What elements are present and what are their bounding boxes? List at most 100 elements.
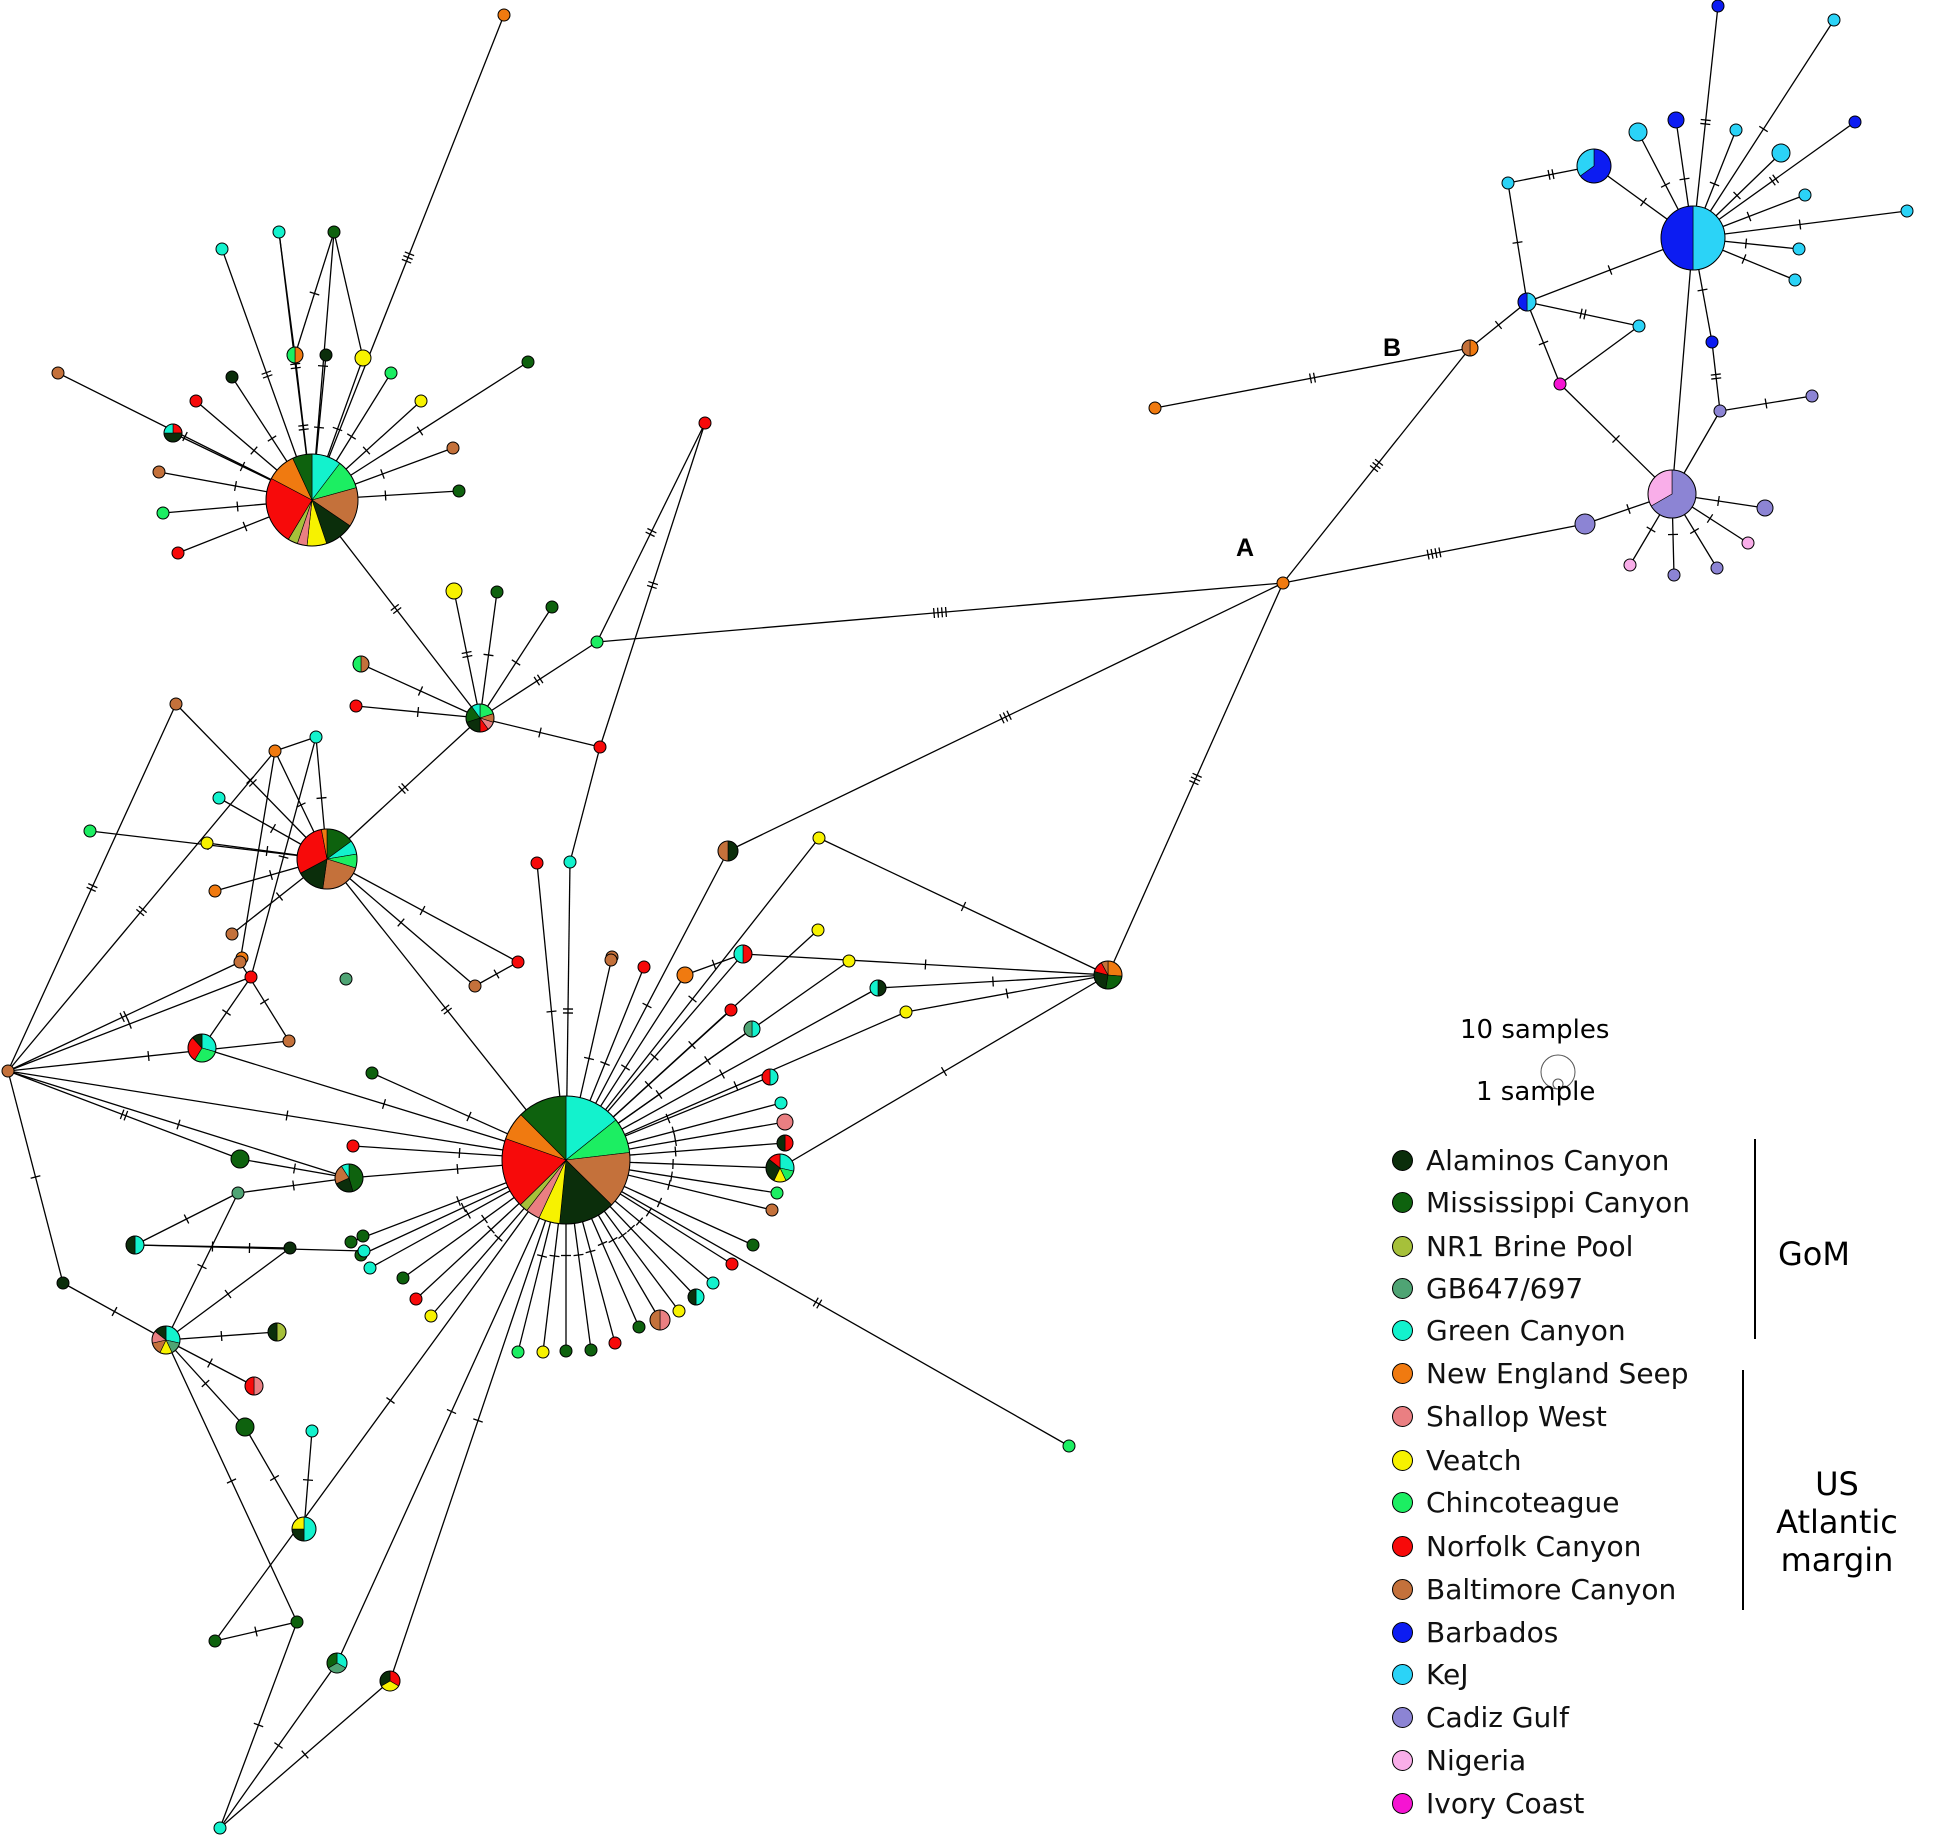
node-slice xyxy=(469,980,481,992)
legend-item-nigeria: Nigeria xyxy=(1392,1743,1527,1777)
mutation-tick xyxy=(936,607,940,618)
mutation-tick xyxy=(1706,513,1714,524)
haplotype-node xyxy=(267,1322,287,1342)
node-outline xyxy=(339,972,353,986)
mutation-tick xyxy=(647,527,657,534)
legend-swatch xyxy=(1392,1706,1413,1728)
node-outline xyxy=(409,1292,423,1306)
mutation-tick xyxy=(812,1297,819,1307)
node-slice xyxy=(320,349,332,361)
haplotype-node xyxy=(1576,148,1612,184)
haplotype-node xyxy=(1756,499,1774,517)
haplotype-node xyxy=(490,585,504,599)
node-slice xyxy=(345,1236,357,1248)
node-outline xyxy=(706,1276,720,1290)
node-slice xyxy=(727,840,739,862)
legend-label: Barbados xyxy=(1426,1615,1559,1649)
node-outline xyxy=(776,1113,794,1131)
node-slice xyxy=(291,1616,303,1628)
node-slice xyxy=(1772,144,1790,162)
node-outline xyxy=(267,1322,287,1342)
node-slice xyxy=(609,1337,621,1349)
network-edge xyxy=(1692,121,1856,239)
mutation-tick xyxy=(285,1110,289,1121)
node-outline xyxy=(305,1424,319,1438)
haplotype-node xyxy=(521,355,535,369)
mutation-tick xyxy=(1430,548,1434,559)
mutation-tick xyxy=(645,531,655,538)
mutation-tick xyxy=(302,1478,314,1482)
mutation-tick xyxy=(262,374,273,379)
scale-large-label: 10 samples xyxy=(1460,1015,1610,1045)
haplotype-node xyxy=(637,960,651,974)
mutation-tick xyxy=(275,892,284,901)
mutation-tick xyxy=(1640,197,1647,207)
mutation-tick xyxy=(269,870,273,880)
mutation-tick xyxy=(176,1119,181,1130)
node-slice xyxy=(512,956,524,968)
network-edge xyxy=(278,231,296,356)
node-outline xyxy=(604,953,618,967)
mutation-tick xyxy=(250,446,258,455)
mutation-tick xyxy=(111,1306,118,1317)
node-outline xyxy=(1792,242,1806,256)
haplotype-node xyxy=(1729,123,1743,137)
haplotype-node xyxy=(770,1186,784,1200)
haplotype-node xyxy=(593,740,607,754)
node-outline xyxy=(765,1203,779,1217)
mutation-tick xyxy=(440,1004,450,1012)
legend-item-alaminos-canyon: Alaminos Canyon xyxy=(1392,1144,1669,1177)
legend-label: Nigeria xyxy=(1426,1743,1527,1777)
mutation-tick xyxy=(536,674,544,684)
node-outline xyxy=(187,1033,217,1063)
mutation-tick xyxy=(1551,169,1555,180)
node-slice xyxy=(1660,205,1694,271)
legend-label: NR1 Brine Pool xyxy=(1426,1229,1634,1263)
mutation-tick xyxy=(1733,191,1741,200)
mutation-tick xyxy=(1646,526,1656,533)
mutation-tick xyxy=(1006,710,1012,721)
haplotype-node xyxy=(511,955,525,969)
mutation-tick xyxy=(224,1289,232,1299)
haplotype-node xyxy=(1623,558,1637,572)
mutation-tick xyxy=(88,883,98,889)
node-outline xyxy=(1517,292,1537,312)
node-label-b: B xyxy=(1383,334,1401,362)
node-outline xyxy=(765,1153,795,1183)
node-outline xyxy=(899,1005,913,1019)
haplotype-node xyxy=(225,927,239,941)
mutation-tick xyxy=(538,727,542,738)
node-outline xyxy=(163,423,183,443)
mutation-tick xyxy=(183,1214,190,1224)
mutation-tick xyxy=(494,1234,503,1242)
node-slice xyxy=(84,825,96,837)
mutation-tick xyxy=(960,901,967,912)
haplotype-node xyxy=(296,828,358,890)
legend-item-mississippi-canyon: Mississippi Canyon xyxy=(1392,1186,1690,1219)
node-slice xyxy=(2,1065,14,1077)
node-outline xyxy=(356,1229,370,1243)
node-outline xyxy=(83,824,97,838)
node-slice xyxy=(153,466,165,478)
node-outline xyxy=(812,831,826,845)
node-outline xyxy=(169,697,183,711)
node-slice xyxy=(491,586,503,598)
legend-swatch xyxy=(1392,1621,1413,1643)
node-slice xyxy=(125,1235,136,1255)
legend-label: GB647/697 xyxy=(1426,1271,1584,1305)
node-outline xyxy=(346,1139,360,1153)
mutation-tick xyxy=(533,676,541,686)
haplotype-node xyxy=(151,1325,181,1355)
mutation-tick xyxy=(278,855,289,859)
haplotype-node xyxy=(244,1376,264,1396)
mutation-tick xyxy=(254,1626,258,1637)
node-slice xyxy=(591,636,603,648)
mutation-tick xyxy=(293,1163,296,1174)
node-slice xyxy=(1277,577,1289,589)
mutation-tick xyxy=(446,1408,457,1415)
mutation-tick xyxy=(1494,320,1503,330)
mutation-tick xyxy=(1689,527,1700,535)
haplotype-node xyxy=(1771,143,1791,163)
legend-item-norfolk-canyon: Norfolk Canyon xyxy=(1392,1530,1641,1563)
node-slice xyxy=(385,367,397,379)
